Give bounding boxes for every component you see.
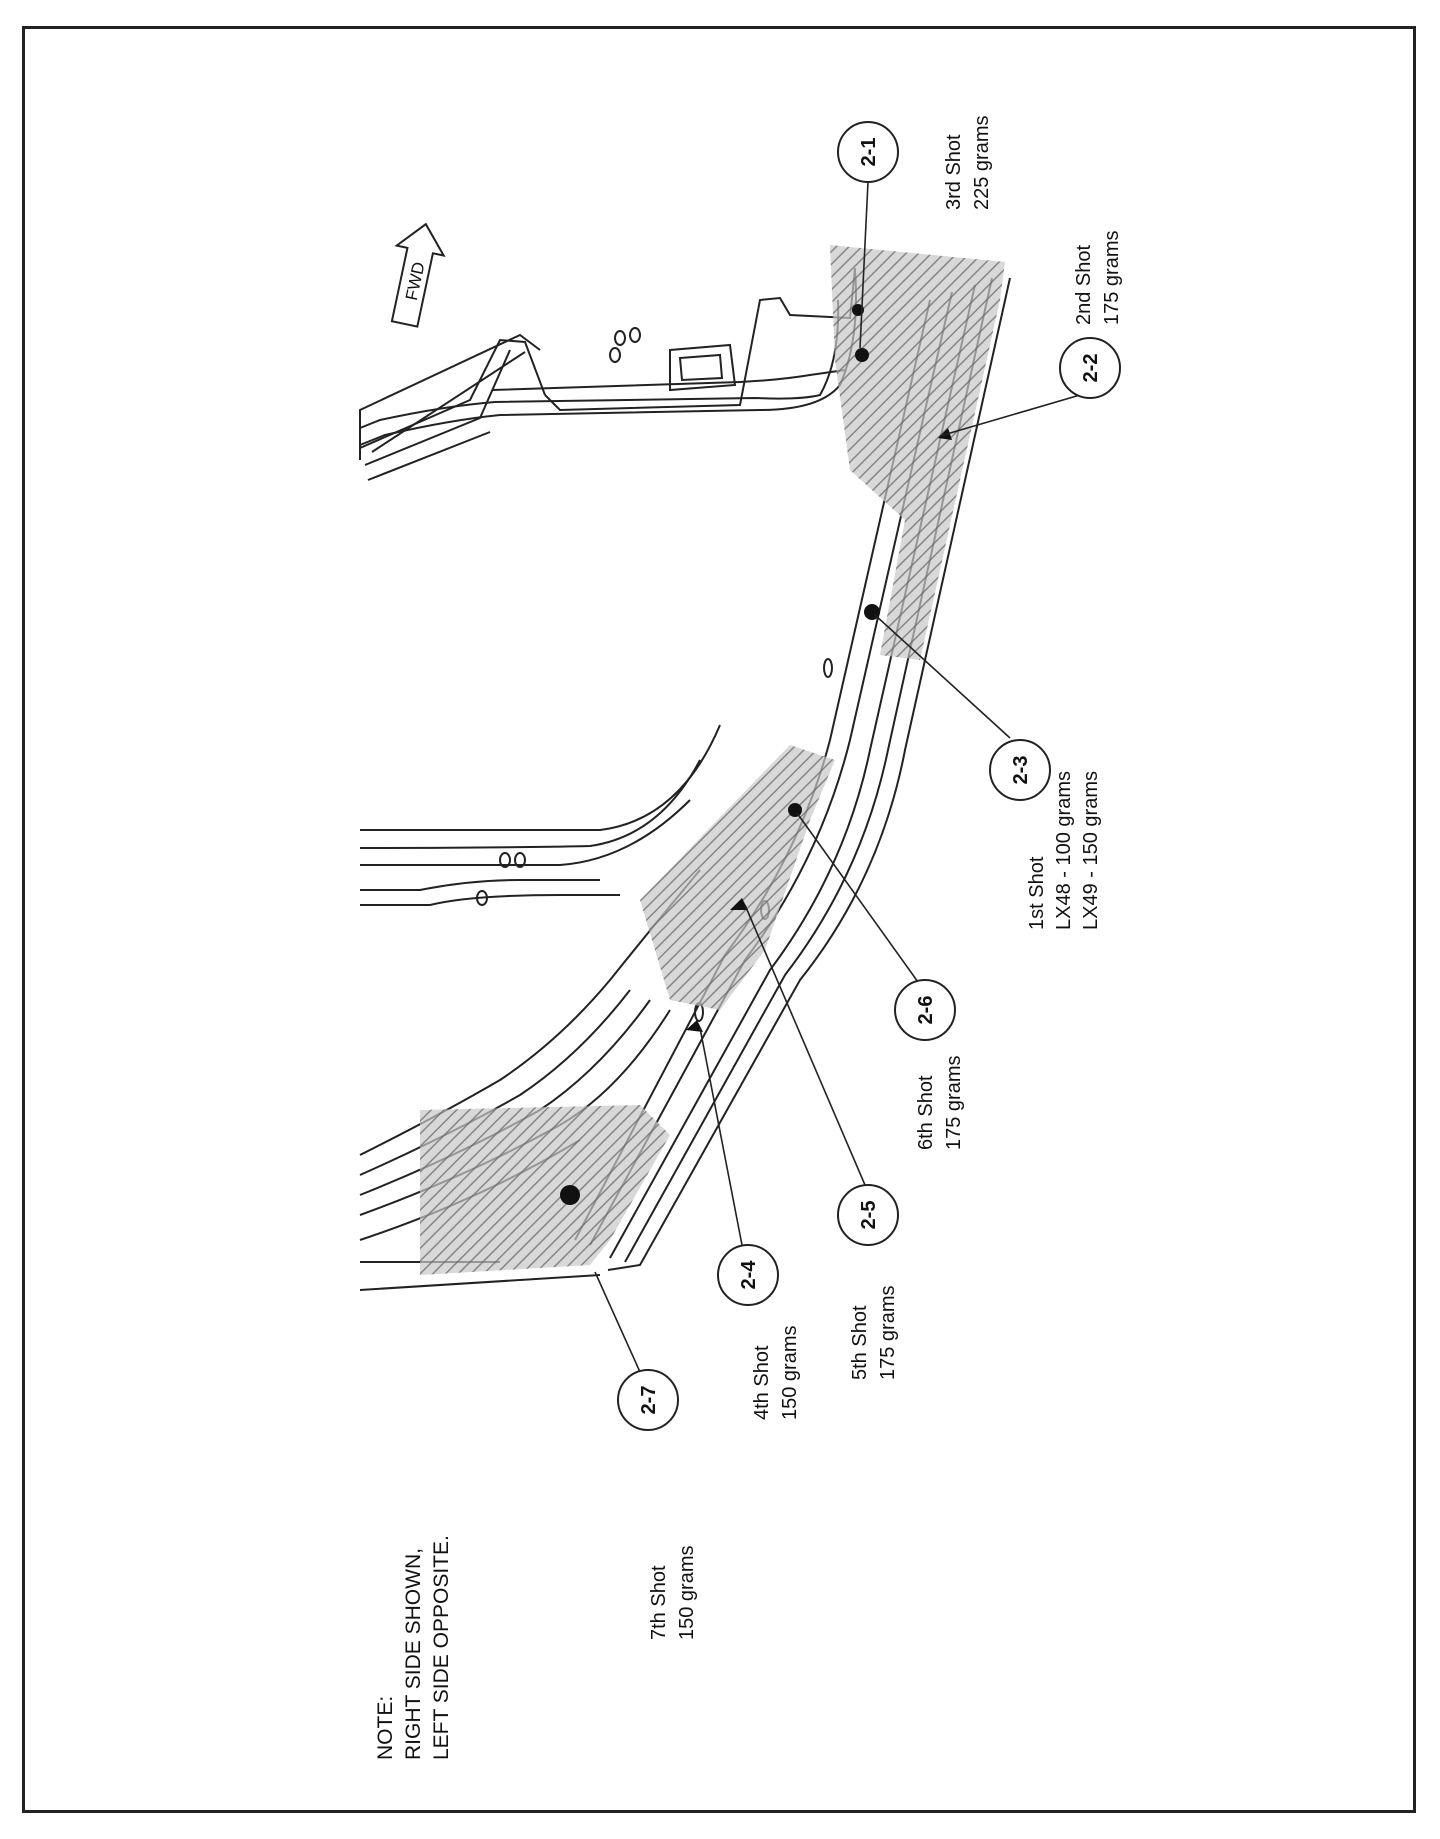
svg-text:5th Shot: 5th Shot <box>849 1305 871 1380</box>
svg-text:150 grams: 150 grams <box>779 1326 801 1421</box>
callout-2-5: 2-5 <box>837 1184 899 1246</box>
rear-pillar-edge <box>491 369 846 391</box>
rear-pillar-inner <box>359 299 840 429</box>
rear-pillar-outer <box>359 269 857 446</box>
a-pillar-inner <box>359 989 631 1176</box>
label-1st-shot: 1st Shot LX48 - 100 grams LX49 - 150 gra… <box>1026 771 1102 930</box>
svg-text:225 grams: 225 grams <box>971 116 993 211</box>
svg-text:150 grams: 150 grams <box>676 1546 698 1641</box>
svg-text:175 grams: 175 grams <box>943 1056 965 1151</box>
leader-2-6 <box>796 812 919 983</box>
note-title: NOTE: <box>374 1696 397 1760</box>
b-pillar-inner <box>359 759 701 849</box>
label-3rd-shot: 3rd Shot 225 grams <box>943 116 993 211</box>
label-4th-shot: 4th Shot 150 grams <box>751 1326 801 1421</box>
svg-text:2-4: 2-4 <box>738 1260 760 1290</box>
svg-text:2-7: 2-7 <box>638 1386 660 1415</box>
leader-2-7 <box>594 1271 641 1373</box>
svg-text:175 grams: 175 grams <box>877 1286 899 1381</box>
svg-text:2-2: 2-2 <box>1080 354 1102 383</box>
rocker-outer-edge <box>607 277 1011 1271</box>
label-6th-shot: 6th Shot 175 grams <box>915 1056 965 1151</box>
note-line-3: LEFT SIDE OPPOSITE. <box>430 1535 453 1760</box>
label-7th-shot: 7th Shot 150 grams <box>648 1546 698 1641</box>
leader-2-1 <box>874 614 1011 739</box>
svg-text:3rd Shot: 3rd Shot <box>943 134 965 210</box>
svg-text:2-5: 2-5 <box>858 1201 880 1230</box>
leader-lines <box>594 181 1081 1373</box>
note-line-2: RIGHT SIDE SHOWN, <box>402 1548 425 1760</box>
svg-text:LX49 - 150 grams: LX49 - 150 grams <box>1080 771 1102 930</box>
note-block: NOTE: RIGHT SIDE SHOWN, LEFT SIDE OPPOSI… <box>374 1535 453 1760</box>
svg-text:2nd Shot: 2nd Shot <box>1073 244 1095 325</box>
callout-2-7: 2-7 <box>617 1369 679 1431</box>
svg-text:LX48 - 100 grams: LX48 - 100 grams <box>1053 771 1075 930</box>
callout-2-4: 2-4 <box>717 1244 779 1306</box>
callout-2-2: 2-2 <box>1059 337 1121 399</box>
svg-text:1st Shot: 1st Shot <box>1026 856 1048 930</box>
rocker-edge-3 <box>609 284 976 1259</box>
leader-2-3 <box>859 181 869 349</box>
svg-text:4th Shot: 4th Shot <box>751 1345 773 1420</box>
callout-2-1: 2-3 <box>989 739 1051 801</box>
application-points <box>560 304 952 1205</box>
application-dot <box>788 803 802 817</box>
svg-text:7th Shot: 7th Shot <box>648 1565 670 1640</box>
svg-text:2-6: 2-6 <box>915 996 937 1025</box>
leader-2-2 <box>939 394 1081 437</box>
application-dot <box>560 1185 580 1205</box>
sealer-regions <box>420 245 1005 1275</box>
leader-2-4 <box>699 1027 743 1246</box>
callout-2-6: 2-6 <box>894 979 956 1041</box>
leader-2-5 <box>744 904 866 1186</box>
b-pillar-outer <box>360 724 721 831</box>
application-dot <box>730 898 748 910</box>
svg-text:2-1: 2-1 <box>858 138 880 167</box>
rocker-edge-2 <box>624 277 993 1263</box>
svg-text:2-3: 2-3 <box>1010 756 1032 785</box>
application-dot <box>686 1020 703 1032</box>
label-5th-shot: 5th Shot 175 grams <box>849 1286 899 1381</box>
fwd-arrow: FWD <box>390 222 446 328</box>
label-2nd-shot: 2nd Shot 175 grams <box>1073 231 1123 326</box>
callout-2-3: 2-1 <box>837 121 899 183</box>
rear-panel-outline <box>544 267 856 412</box>
application-dot <box>855 348 869 362</box>
fwd-arrow-shape <box>390 222 446 328</box>
svg-text:6th Shot: 6th Shot <box>915 1075 937 1150</box>
svg-text:175 grams: 175 grams <box>1101 231 1123 326</box>
diagram-frame <box>22 26 1416 1813</box>
